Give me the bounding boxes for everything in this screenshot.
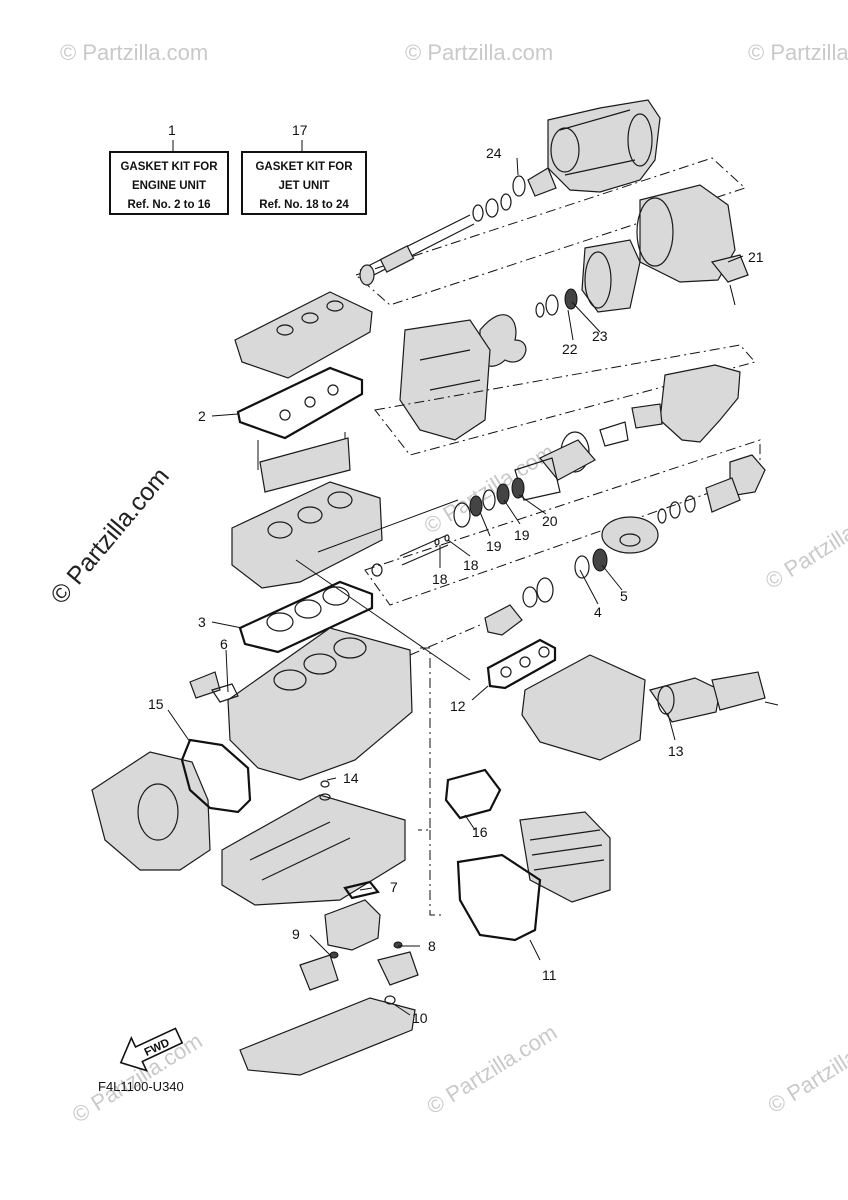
jet-gasket-kit: 17 GASKET KIT FOR JET UNIT Ref. No. 18 t…	[241, 122, 367, 215]
engine-kit-line3: Ref. No. 2 to 16	[127, 199, 210, 211]
driveshaft-housing-assembly	[371, 344, 756, 577]
watermark-side: © Partzilla.com	[45, 462, 175, 609]
oil-pan	[239, 995, 416, 1076]
engine-kit-line1: GASKET KIT FOR	[120, 161, 218, 173]
exhaust-manifold	[486, 638, 779, 761]
engine-kit-line2: ENGINE UNIT	[132, 180, 206, 192]
callout-2: 2	[198, 408, 206, 424]
callout-20a: 20	[542, 513, 558, 529]
watermark: © Partzilla.com	[422, 1019, 561, 1119]
callout-17: 17	[292, 122, 308, 138]
watermark: © Partzilla.com	[405, 40, 553, 65]
watermark: © Partzilla.com	[68, 1028, 207, 1128]
callout-8: 8	[428, 938, 436, 954]
diagram-code: F4L1100-U340	[98, 1079, 184, 1094]
callout-23: 23	[592, 328, 608, 344]
callout-labels: 2 3 4 5 6 7 8 9 10 11 12 13 14 15 16 18 …	[148, 145, 764, 1026]
callout-16: 16	[472, 824, 488, 840]
watermark: © Partzilla.com	[761, 494, 848, 594]
leader-lines	[167, 157, 744, 1016]
callout-24: 24	[486, 145, 502, 161]
callout-4: 4	[594, 604, 602, 620]
jet-kit-line1: GASKET KIT FOR	[255, 161, 353, 173]
callout-19a: 19	[486, 538, 502, 554]
crankcase	[221, 780, 406, 906]
callout-18b: 18	[463, 557, 479, 573]
callout-10: 10	[412, 1010, 428, 1026]
callout-22: 22	[562, 341, 578, 357]
side-cover	[91, 738, 252, 871]
callout-5: 5	[620, 588, 628, 604]
callout-13: 13	[668, 743, 684, 759]
watermark: © Partzilla.com	[763, 1018, 848, 1118]
connector-lines	[295, 499, 481, 916]
watermark: © Partzilla.com	[748, 40, 848, 65]
callout-15: 15	[148, 696, 164, 712]
fwd-arrow: FWD	[119, 1027, 184, 1072]
watermark: © Partzilla.com	[420, 439, 559, 539]
callout-7: 7	[390, 879, 398, 895]
callout-21: 21	[748, 249, 764, 265]
callout-12: 12	[450, 698, 466, 714]
coupler-assembly	[364, 439, 766, 636]
engine-gasket-kit: 1 GASKET KIT FOR ENGINE UNIT Ref. No. 2 …	[109, 122, 229, 215]
watermark: © Partzilla.com	[60, 40, 208, 65]
cylinder-head	[231, 432, 383, 589]
callout-1: 1	[168, 122, 176, 138]
cover-gasket	[444, 768, 502, 820]
jet-kit-line2: JET UNIT	[278, 180, 329, 192]
callout-3: 3	[198, 614, 206, 630]
head-cover-gasket	[236, 366, 364, 440]
callout-18a: 18	[432, 571, 448, 587]
cylinder-head-cover	[234, 291, 373, 379]
cylinder-block	[189, 627, 413, 781]
jet-unit-assembly	[355, 99, 749, 441]
oil-pump-assembly	[299, 880, 419, 991]
callout-19b: 19	[514, 527, 530, 543]
callout-11: 11	[542, 967, 557, 983]
callout-6: 6	[220, 636, 228, 652]
callout-9: 9	[292, 926, 300, 942]
callout-14: 14	[343, 770, 359, 786]
valve-cover-plate	[456, 811, 611, 942]
jet-kit-line3: Ref. No. 18 to 24	[259, 199, 349, 211]
